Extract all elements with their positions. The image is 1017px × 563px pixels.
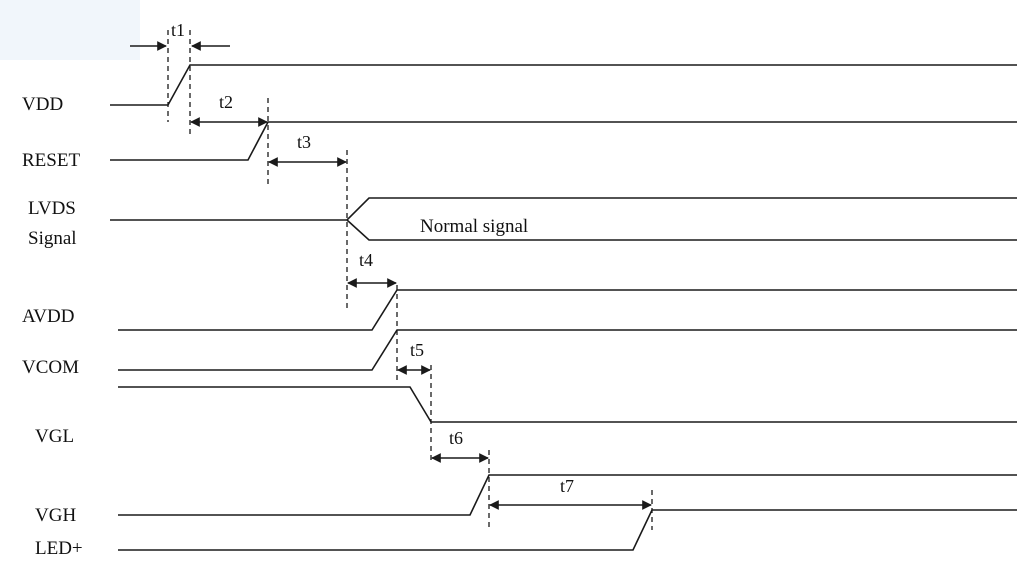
timing-label-t2: t2 (219, 92, 233, 112)
waveform-vcom (118, 329, 1017, 371)
label-lvds-line2: Signal (28, 228, 77, 249)
lvds-normal-signal-label: Normal signal (420, 216, 528, 237)
timing-label-t1: t1 (171, 20, 185, 40)
waveform-vdd (110, 64, 1017, 106)
waveform-lvds (110, 197, 1017, 241)
label-vdd: VDD (22, 94, 63, 115)
timing-label-t3: t3 (297, 132, 311, 152)
label-reset: RESET (22, 150, 80, 171)
waveform-led (118, 509, 1017, 551)
waveform-avdd (118, 289, 1017, 331)
waveform-vgh (118, 474, 1017, 516)
waveform-vgl (118, 386, 1017, 423)
waveform-reset (110, 121, 1017, 161)
label-avdd: AVDD (22, 306, 74, 327)
timing-label-t4: t4 (359, 250, 373, 270)
label-vgh: VGH (35, 505, 76, 526)
label-vgl: VGL (35, 426, 74, 447)
label-led: LED+ (35, 538, 83, 559)
label-vcom: VCOM (22, 357, 79, 378)
timing-label-t7: t7 (560, 476, 574, 496)
corner-tint (0, 0, 140, 60)
timing-label-t6: t6 (449, 428, 463, 448)
label-lvds-line1: LVDS (28, 198, 76, 219)
timing-label-t5: t5 (410, 340, 424, 360)
